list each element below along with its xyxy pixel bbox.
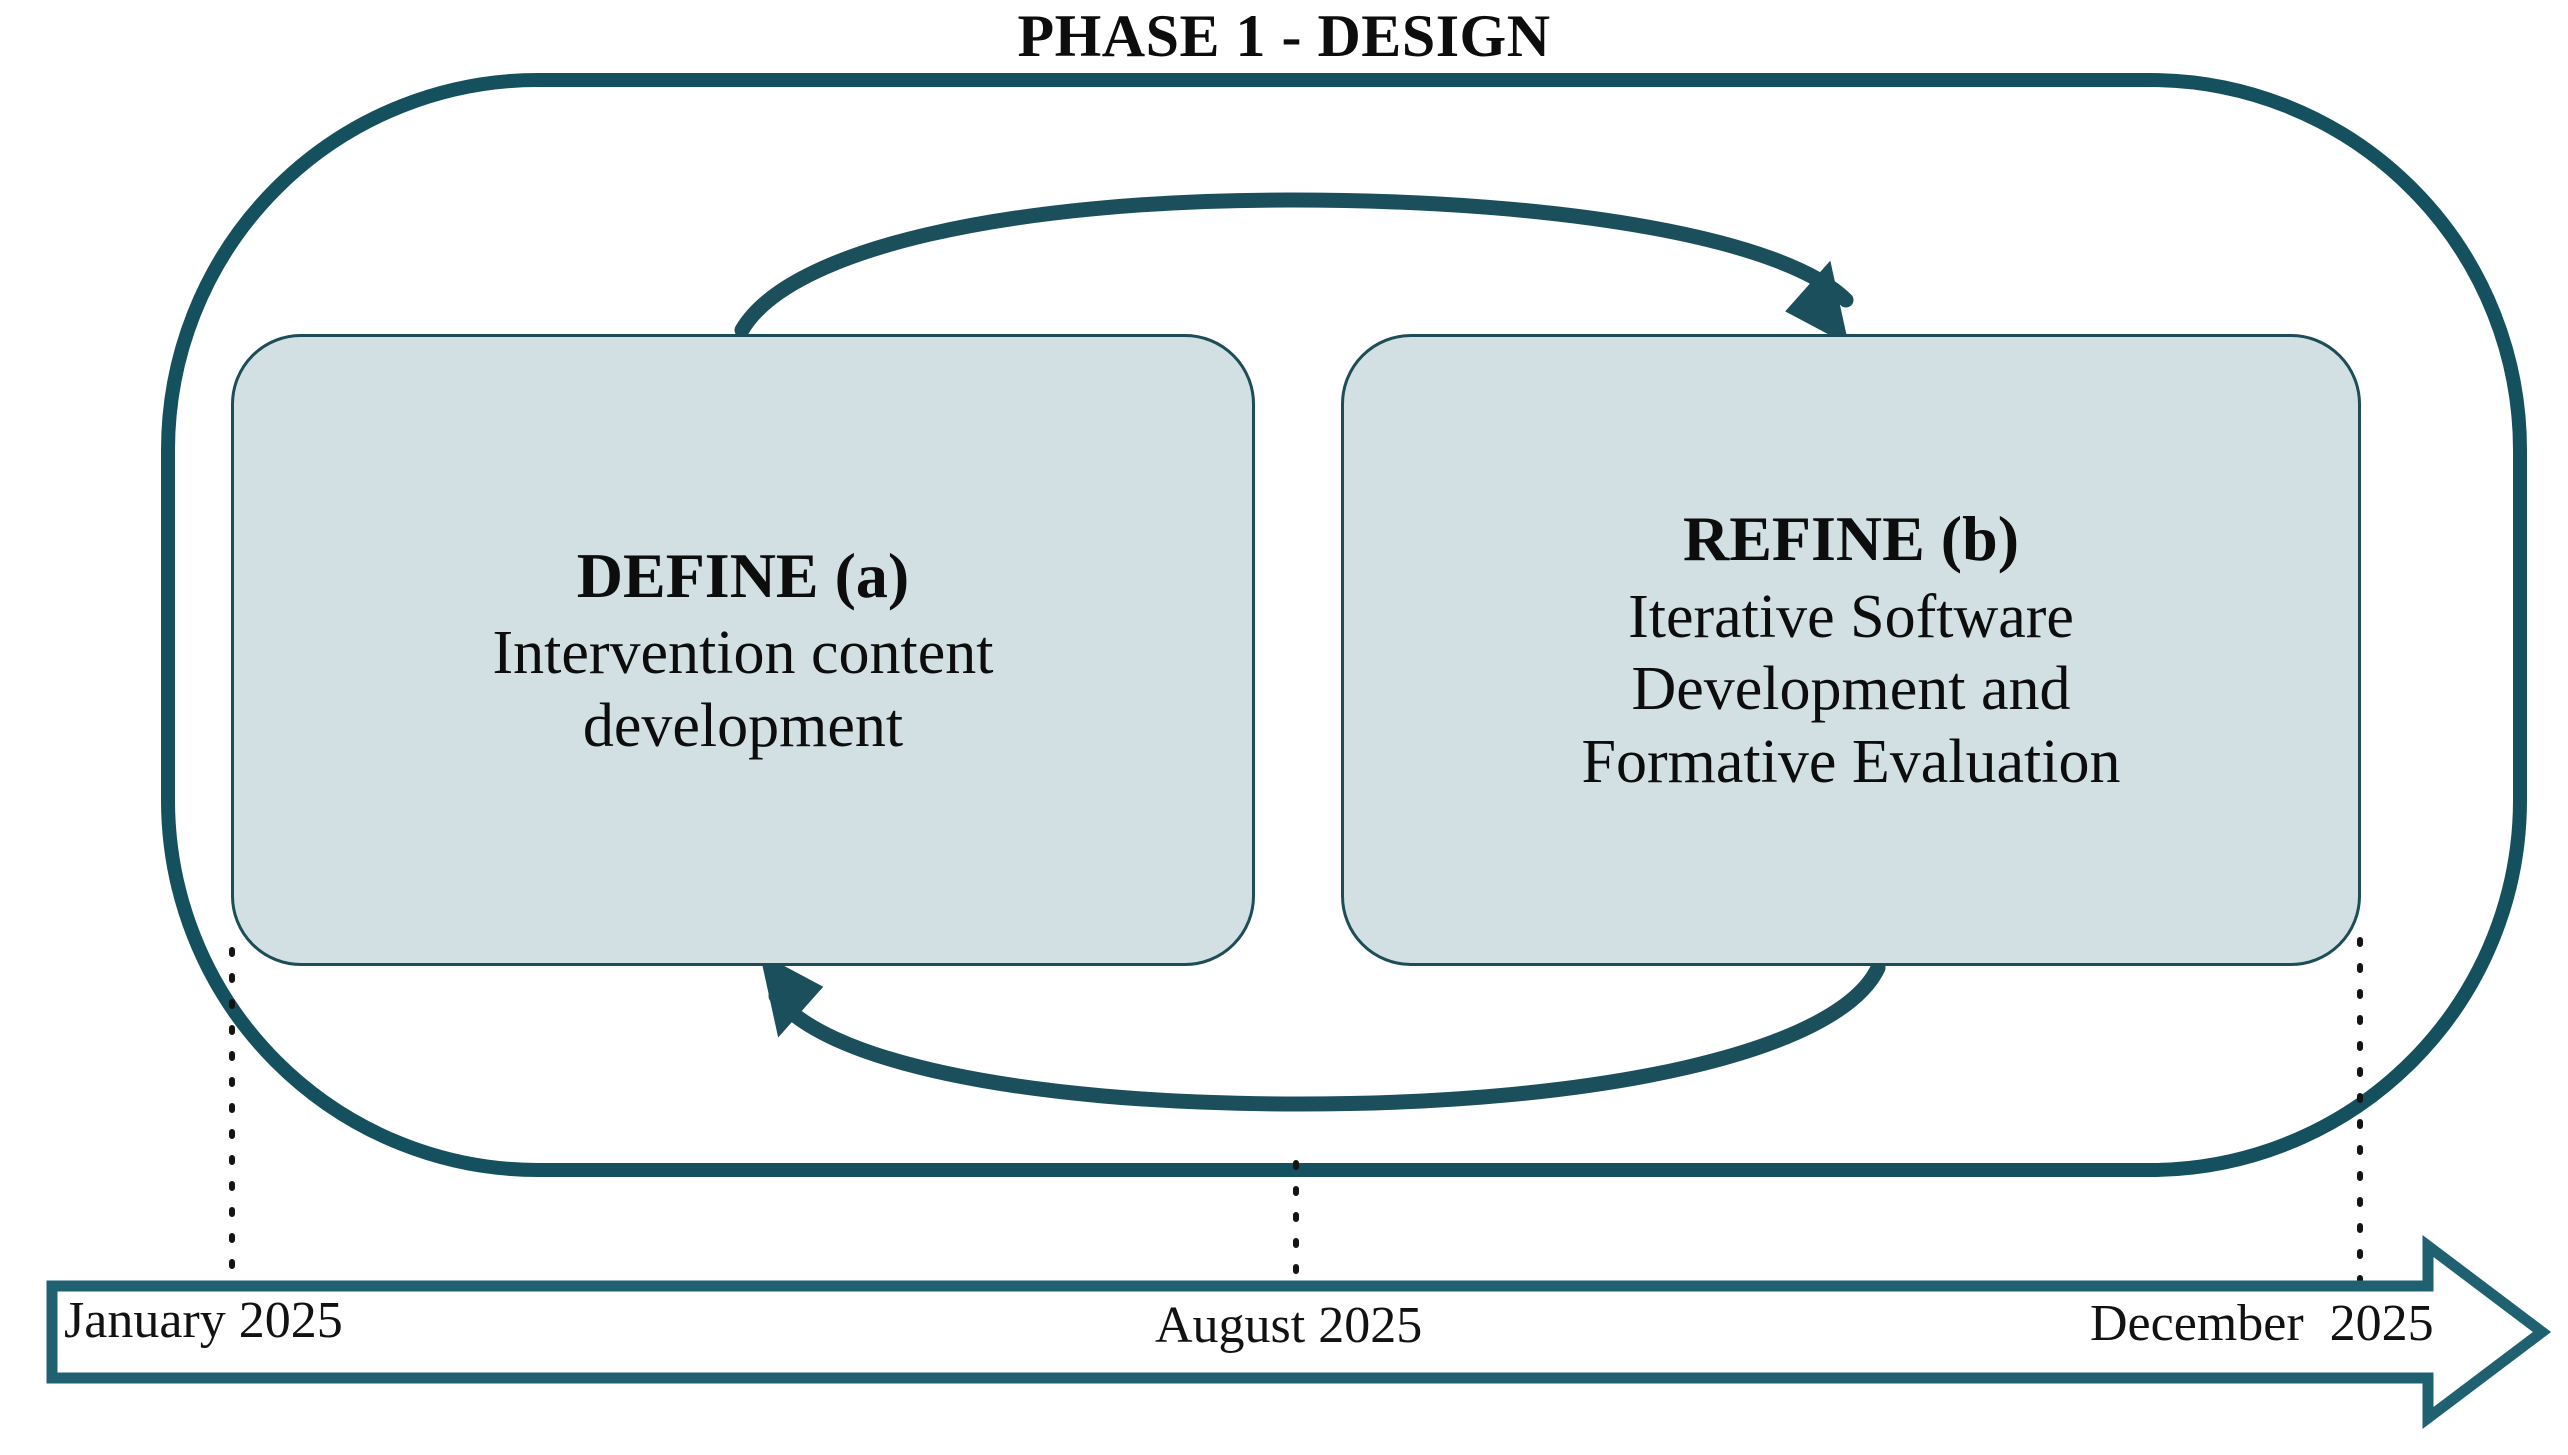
- connector-define-to-refine: [734, 192, 1854, 346]
- page-title: PHASE 1 - DESIGN: [1017, 3, 1551, 69]
- box-refine-body-line-3: Formative Evaluation: [1581, 728, 2121, 797]
- connector-refine-to-define: [759, 952, 1886, 1112]
- box-refine-body-line-1: Iterative Software: [1628, 582, 2074, 651]
- timeline-label-december: December 2025: [2090, 1295, 2434, 1352]
- timeline-label-august: August 2025: [1155, 1297, 1423, 1354]
- box-refine-heading: REFINE (b): [1682, 503, 2020, 575]
- stage-box-refine[interactable]: REFINE (b) Iterative Software Developmen…: [1341, 334, 2361, 966]
- timeline-label-january: January 2025: [64, 1292, 343, 1349]
- stage-box-define[interactable]: DEFINE (a) Intervention content developm…: [231, 334, 1255, 966]
- box-define-heading: DEFINE (a): [576, 539, 910, 611]
- box-define-body-line-1: Intervention content: [492, 619, 994, 688]
- box-define-body-line-2: development: [582, 691, 904, 760]
- timeline-arrow-shape: [46, 1234, 2552, 1430]
- box-refine-body-line-2: Development and: [1631, 655, 2071, 724]
- phase-container-outline: [161, 73, 2527, 1177]
